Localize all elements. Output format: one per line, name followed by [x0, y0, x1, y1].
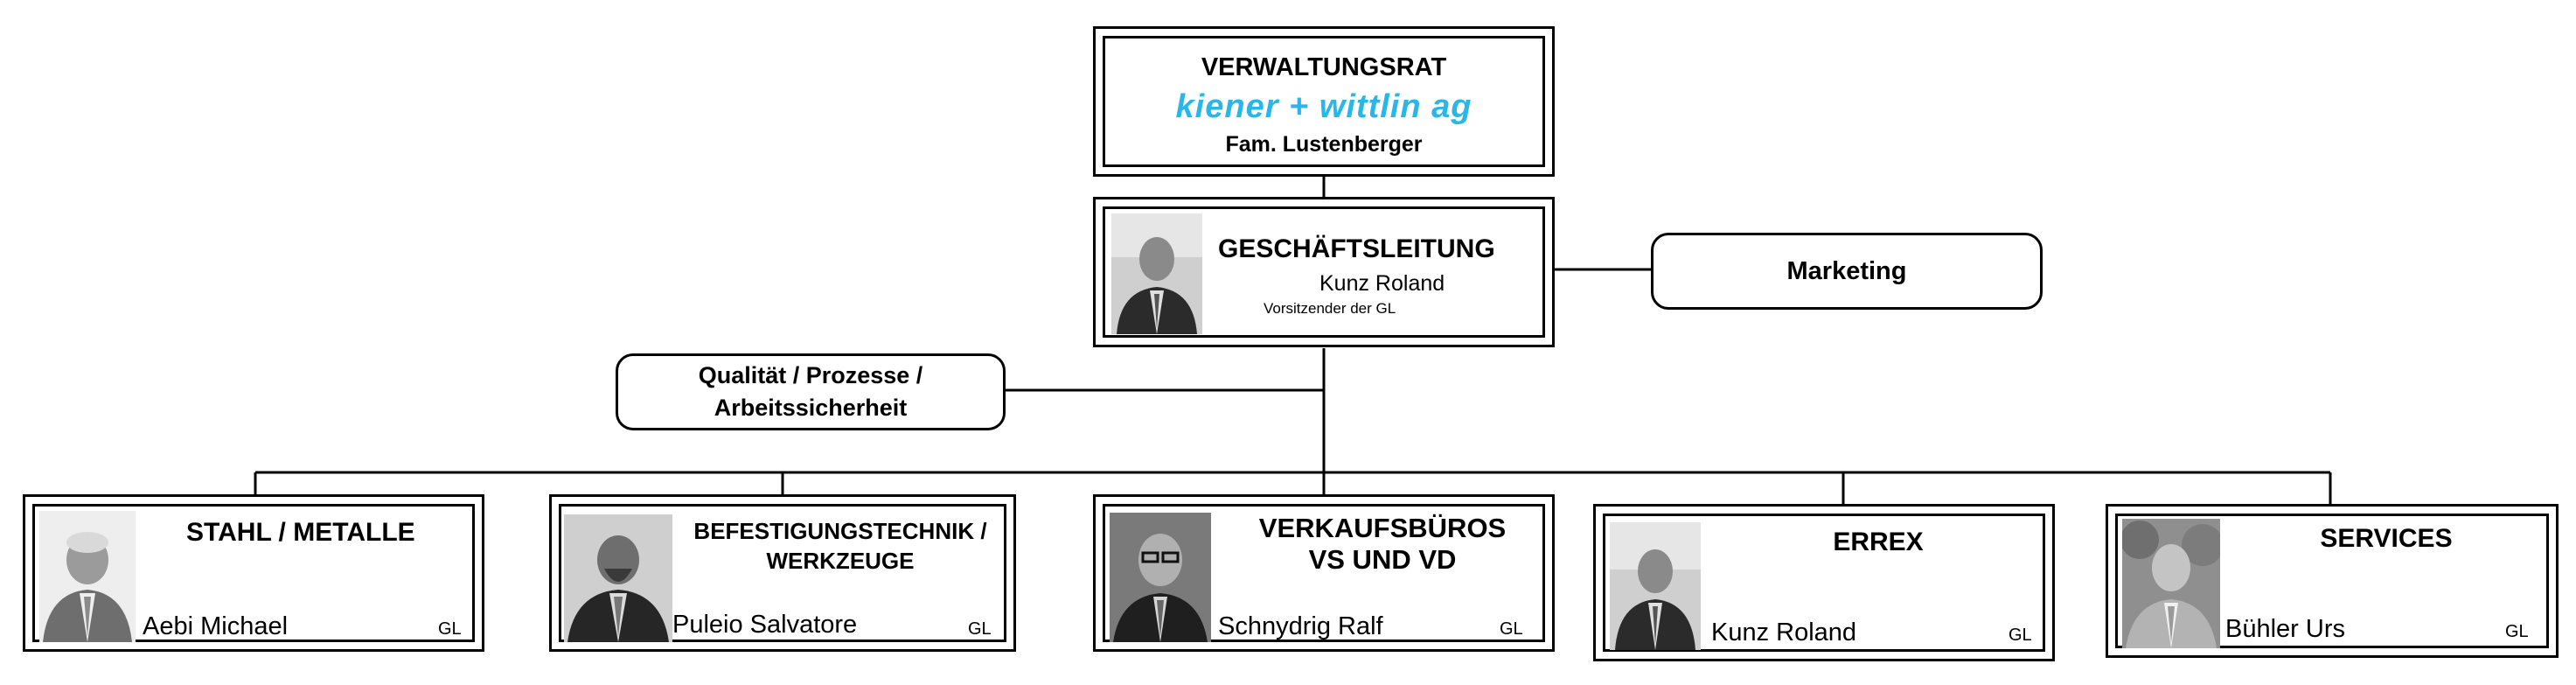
division-photo	[564, 514, 672, 642]
management-title: GESCHÄFTSLEITUNG	[1218, 234, 1495, 263]
management-role: Vorsitzender der GL	[1264, 300, 1396, 317]
division-badge: GL	[968, 619, 992, 639]
division-badge: GL	[2505, 622, 2529, 641]
marketing-label: Marketing	[1786, 256, 1907, 285]
company-logo: kiener + wittlin ag	[1175, 88, 1472, 125]
division-photo	[1110, 513, 1211, 642]
quality-label-line2: Arbeitssicherheit	[714, 395, 908, 421]
quality-box: Qualität / Prozesse / Arbeitssicherheit	[616, 353, 1006, 430]
division-box-stahl-metalle: STAHL / METALLE Aebi Michael GL	[23, 494, 484, 652]
division-person: Puleio Salvatore	[672, 611, 858, 639]
management-box: GESCHÄFTSLEITUNG Kunz Roland Vorsitzende…	[1093, 197, 1555, 347]
division-person: Aebi Michael	[143, 612, 289, 640]
management-person: Kunz Roland	[1319, 271, 1445, 296]
division-person: Kunz Roland	[1711, 619, 1857, 647]
division-badge: GL	[1500, 619, 1523, 639]
board-title: VERWALTUNGSRAT	[1201, 53, 1447, 81]
division-photo	[2122, 519, 2220, 648]
division-person: Schnydrig Ralf	[1218, 612, 1383, 640]
division-title-line2: WERKZEUGE	[766, 548, 915, 574]
management-photo	[1111, 213, 1202, 334]
marketing-box: Marketing	[1651, 233, 2043, 310]
division-badge: GL	[2009, 626, 2032, 645]
board-owner: Fam. Lustenberger	[1225, 132, 1423, 157]
division-box-befestigungstechnik: BEFESTIGUNGSTECHNIK / WERKZEUGE Puleio S…	[549, 494, 1016, 652]
division-box-verkaufsbueros: VERKAUFSBÜROS VS UND VD Schnydrig Ralf G…	[1093, 494, 1555, 652]
division-title: STAHL / METALLE	[186, 518, 415, 547]
division-photo	[1610, 522, 1701, 650]
division-title: ERREX	[1833, 528, 1924, 556]
board-box: VERWALTUNGSRAT kiener + wittlin ag Fam. …	[1093, 26, 1555, 177]
division-title-line1: BEFESTIGUNGSTECHNIK /	[693, 518, 987, 544]
division-title-line2: VS UND VD	[1308, 544, 1457, 575]
division-box-services: SERVICES Bühler Urs GL	[2106, 504, 2559, 658]
quality-label-line1: Qualität / Prozesse /	[698, 362, 923, 388]
division-person: Bühler Urs	[2225, 615, 2345, 643]
division-title-line1: VERKAUFSBÜROS	[1258, 513, 1507, 543]
division-box-errex: ERREX Kunz Roland GL	[1593, 504, 2055, 661]
division-title: SERVICES	[2320, 524, 2453, 553]
division-badge: GL	[438, 619, 462, 639]
division-photo	[39, 511, 136, 642]
